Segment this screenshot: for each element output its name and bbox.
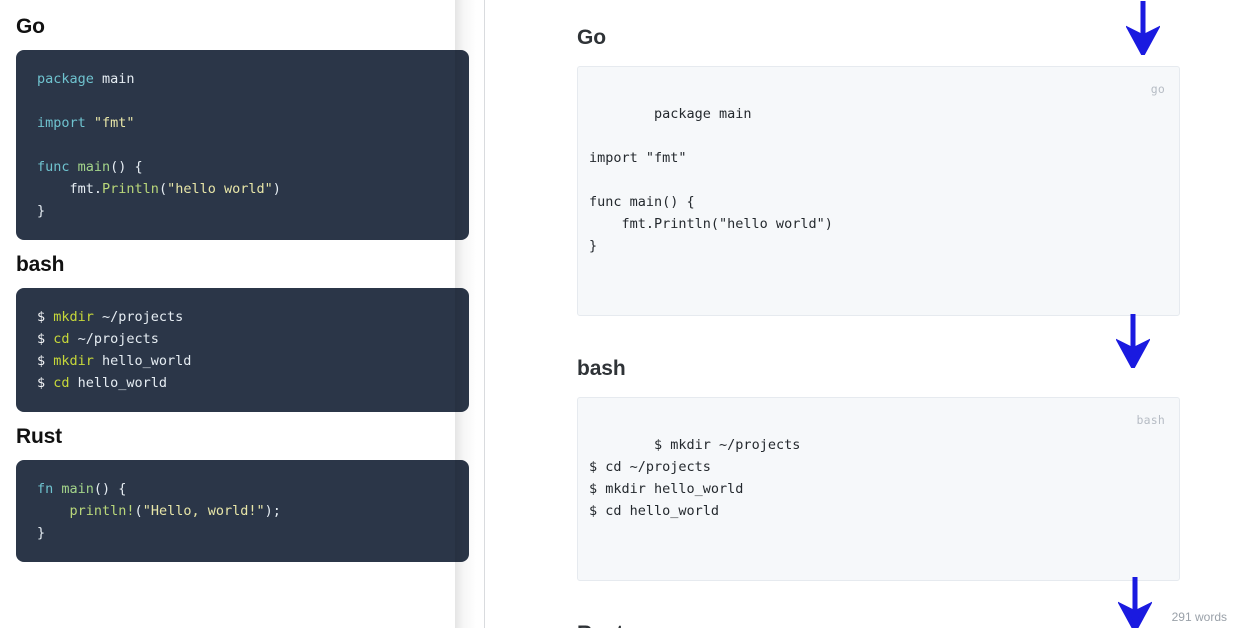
word-count-status: 291 words bbox=[1171, 610, 1227, 624]
source-heading-go: Go bbox=[16, 15, 45, 38]
code-token: ~/projects bbox=[93, 309, 184, 325]
code-token: main bbox=[77, 159, 111, 175]
code-token: $ bbox=[37, 309, 54, 325]
code-token: func bbox=[37, 159, 70, 175]
preview-section-rust: Rust fn main() { println!("Hello, world!… bbox=[577, 577, 1180, 628]
language-label-bash: bash bbox=[1136, 413, 1165, 427]
preview-code-text-go: package main import "fmt" func main() { … bbox=[589, 106, 833, 254]
code-token bbox=[37, 503, 70, 519]
code-token: import bbox=[37, 115, 86, 131]
code-token: fn bbox=[37, 481, 54, 497]
code-token: ); bbox=[264, 503, 281, 519]
code-token: mkdir bbox=[53, 353, 94, 369]
source-code-block-bash[interactable]: $ mkdir ~/projects $ cd ~/projects $ mkd… bbox=[16, 288, 469, 412]
source-section-rust: Rust fn main() { println!("Hello, world!… bbox=[16, 412, 469, 562]
source-heading-bash: bash bbox=[16, 253, 65, 276]
source-code-block-rust[interactable]: fn main() { println!("Hello, world!"); } bbox=[16, 460, 469, 562]
code-token: $ bbox=[37, 375, 54, 391]
preview-code-block-go[interactable]: package main import "fmt" func main() { … bbox=[577, 66, 1180, 316]
code-token: () { bbox=[93, 481, 127, 497]
code-token: main bbox=[61, 481, 94, 497]
code-token: hello_world bbox=[93, 353, 192, 369]
code-token: package bbox=[37, 71, 94, 87]
code-token: ) bbox=[272, 181, 281, 197]
preview-heading-go: Go bbox=[577, 26, 606, 49]
preview-section-go: Go package main import "fmt" func main()… bbox=[577, 0, 1180, 316]
code-token: "fmt" bbox=[93, 115, 135, 131]
code-token: ( bbox=[158, 181, 168, 197]
code-token: ~/projects bbox=[69, 331, 159, 347]
source-heading-rust: Rust bbox=[16, 425, 62, 448]
code-token bbox=[70, 159, 78, 175]
code-token: ( bbox=[134, 503, 143, 519]
code-token: cd bbox=[53, 375, 70, 391]
code-token: fmt. bbox=[37, 181, 103, 197]
code-token: "Hello, world!" bbox=[142, 503, 265, 519]
code-token: $ bbox=[37, 331, 54, 347]
code-token: } bbox=[37, 525, 46, 541]
source-pane[interactable]: Go package main import "fmt" func main()… bbox=[0, 0, 485, 628]
code-token: mkdir bbox=[53, 309, 94, 325]
preview-code-block-bash[interactable]: $ mkdir ~/projects $ cd ~/projects $ mkd… bbox=[577, 397, 1180, 581]
code-token: cd bbox=[53, 331, 70, 347]
source-code-block-go[interactable]: package main import "fmt" func main() { … bbox=[16, 50, 469, 240]
code-token: () { bbox=[110, 159, 143, 175]
code-token bbox=[86, 115, 94, 131]
source-section-bash: bash $ mkdir ~/projects $ cd ~/projects … bbox=[16, 240, 469, 412]
code-token: "hello world" bbox=[167, 181, 273, 197]
code-token: $ bbox=[37, 353, 54, 369]
code-token: Println bbox=[102, 181, 159, 197]
preview-section-bash: bash $ mkdir ~/projects $ cd ~/projects … bbox=[577, 314, 1180, 581]
pane-divider-line bbox=[484, 0, 485, 628]
language-label-go: go bbox=[1150, 82, 1165, 96]
preview-heading-rust: Rust bbox=[577, 581, 1180, 628]
preview-pane[interactable]: Go package main import "fmt" func main()… bbox=[485, 0, 1235, 628]
source-section-go: Go package main import "fmt" func main()… bbox=[16, 0, 469, 240]
code-token: hello_world bbox=[69, 375, 168, 391]
code-token: main bbox=[93, 71, 135, 87]
preview-code-text-bash: $ mkdir ~/projects $ cd ~/projects $ mkd… bbox=[589, 437, 801, 519]
code-token: println! bbox=[69, 503, 135, 519]
code-token: } bbox=[37, 203, 46, 219]
preview-heading-bash: bash bbox=[577, 357, 626, 380]
